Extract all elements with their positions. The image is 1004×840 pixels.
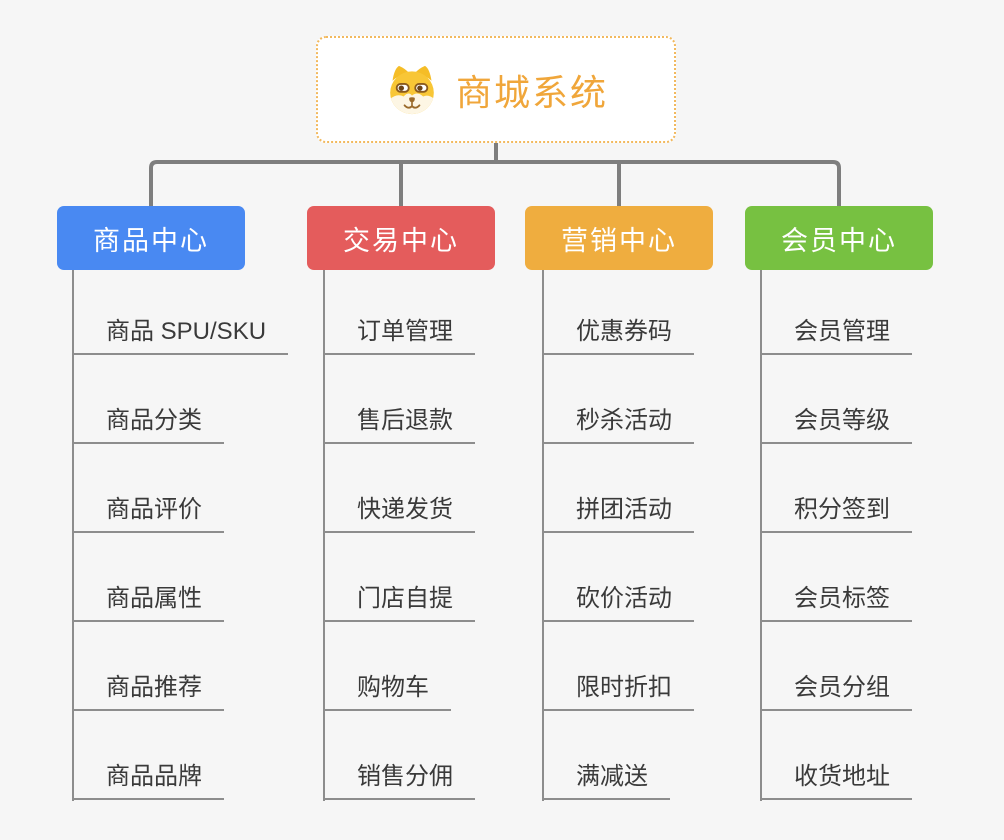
branch-spine-line bbox=[72, 270, 74, 801]
branch-node-member-center[interactable]: 会员中心 bbox=[745, 206, 933, 270]
branch-spine-line bbox=[323, 270, 325, 801]
root-node[interactable]: 商城系统 bbox=[316, 36, 676, 143]
child-topic[interactable]: 会员等级 bbox=[760, 405, 912, 444]
child-topic[interactable]: 拼团活动 bbox=[542, 494, 694, 533]
child-topic[interactable]: 满减送 bbox=[542, 761, 670, 800]
branch-node-marketing-center[interactable]: 营销中心 bbox=[525, 206, 713, 270]
child-topic[interactable]: 优惠券码 bbox=[542, 316, 694, 355]
child-topic[interactable]: 销售分佣 bbox=[323, 761, 475, 800]
child-topic[interactable]: 会员标签 bbox=[760, 583, 912, 622]
child-topic[interactable]: 会员管理 bbox=[760, 316, 912, 355]
child-topic[interactable]: 售后退款 bbox=[323, 405, 475, 444]
root-title: 商城系统 bbox=[455, 71, 608, 113]
child-topic[interactable]: 快递发货 bbox=[323, 494, 475, 533]
child-topic[interactable]: 商品推荐 bbox=[72, 672, 224, 711]
branch-spine-line bbox=[760, 270, 762, 801]
doge-icon bbox=[390, 65, 434, 114]
child-topic[interactable]: 限时折扣 bbox=[542, 672, 694, 711]
child-topic[interactable]: 砍价活动 bbox=[542, 583, 694, 622]
child-topic[interactable]: 积分签到 bbox=[760, 494, 912, 533]
child-topic[interactable]: 商品 SPU/SKU bbox=[72, 316, 289, 355]
child-topic[interactable]: 会员分组 bbox=[760, 672, 912, 711]
branch-node-product-center[interactable]: 商品中心 bbox=[57, 206, 245, 270]
child-topic[interactable]: 秒杀活动 bbox=[542, 405, 694, 444]
child-topic[interactable]: 购物车 bbox=[323, 672, 451, 711]
child-topic[interactable]: 订单管理 bbox=[323, 316, 475, 355]
child-topic[interactable]: 商品属性 bbox=[72, 583, 224, 622]
child-topic[interactable]: 商品分类 bbox=[72, 405, 224, 444]
child-topic[interactable]: 收货地址 bbox=[760, 761, 912, 800]
branch-spine-line bbox=[542, 270, 544, 801]
branch-node-trade-center[interactable]: 交易中心 bbox=[307, 206, 495, 270]
child-topic[interactable]: 商品评价 bbox=[72, 494, 224, 533]
child-topic[interactable]: 门店自提 bbox=[323, 583, 475, 622]
child-topic[interactable]: 商品品牌 bbox=[72, 761, 224, 800]
